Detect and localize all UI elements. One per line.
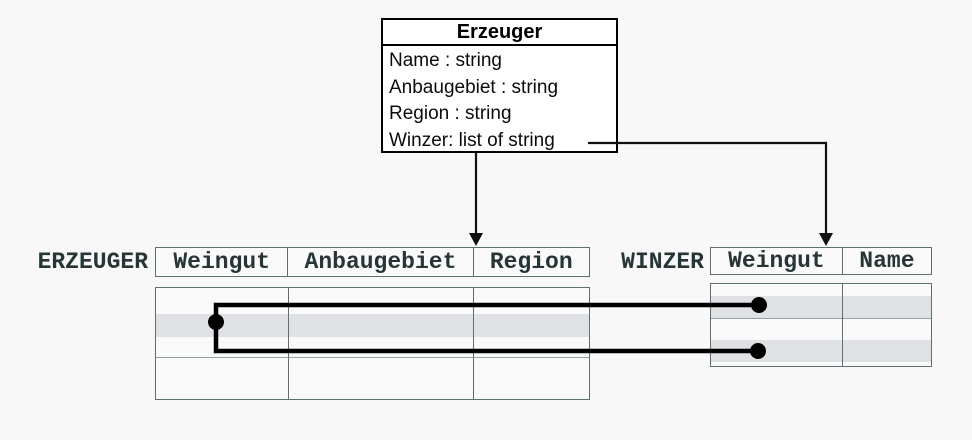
class-attribute-name: Name : string bbox=[389, 50, 502, 71]
column-separator bbox=[287, 288, 289, 399]
column-separator bbox=[472, 288, 474, 399]
column-header-weingut: Weingut bbox=[728, 248, 825, 274]
erzeuger-table-body bbox=[155, 287, 590, 400]
row-divider bbox=[711, 318, 931, 319]
row-divider bbox=[156, 357, 589, 358]
winzer-table-body bbox=[710, 283, 932, 367]
class-attribute-anbaugebiet: Anbaugebiet : string bbox=[389, 76, 559, 98]
class-box-erzeuger: Erzeuger Name : string Anbaugebiet : str… bbox=[381, 18, 618, 153]
column-header-anbaugebiet: Anbaugebiet bbox=[287, 248, 472, 276]
erzeuger-table-label: ERZEUGER bbox=[37, 249, 148, 275]
class-attribute-region: Region : string bbox=[389, 103, 512, 124]
highlighted-row bbox=[711, 340, 931, 362]
column-separator bbox=[841, 284, 843, 366]
column-header-region: Region bbox=[472, 248, 589, 276]
arrow-head-winzer bbox=[819, 233, 833, 246]
winzer-table-header: Weingut Name bbox=[710, 247, 932, 275]
erzeuger-table-header: Weingut Anbaugebiet Region bbox=[155, 247, 590, 277]
highlighted-row bbox=[711, 296, 931, 318]
column-header-weingut: Weingut bbox=[173, 249, 270, 275]
winzer-table-label: WINZER bbox=[621, 249, 704, 275]
highlighted-row bbox=[156, 314, 589, 337]
column-header-name: Name bbox=[841, 248, 931, 274]
arrow-winzer-attribute-to-winzer-table bbox=[588, 141, 828, 234]
class-attribute-list: Name : string Anbaugebiet : string Regio… bbox=[383, 46, 616, 154]
class-attribute-winzer: Winzer: list of string bbox=[389, 129, 555, 151]
arrow-head-erzeuger bbox=[469, 233, 483, 246]
class-box-title: Erzeuger bbox=[383, 20, 616, 46]
